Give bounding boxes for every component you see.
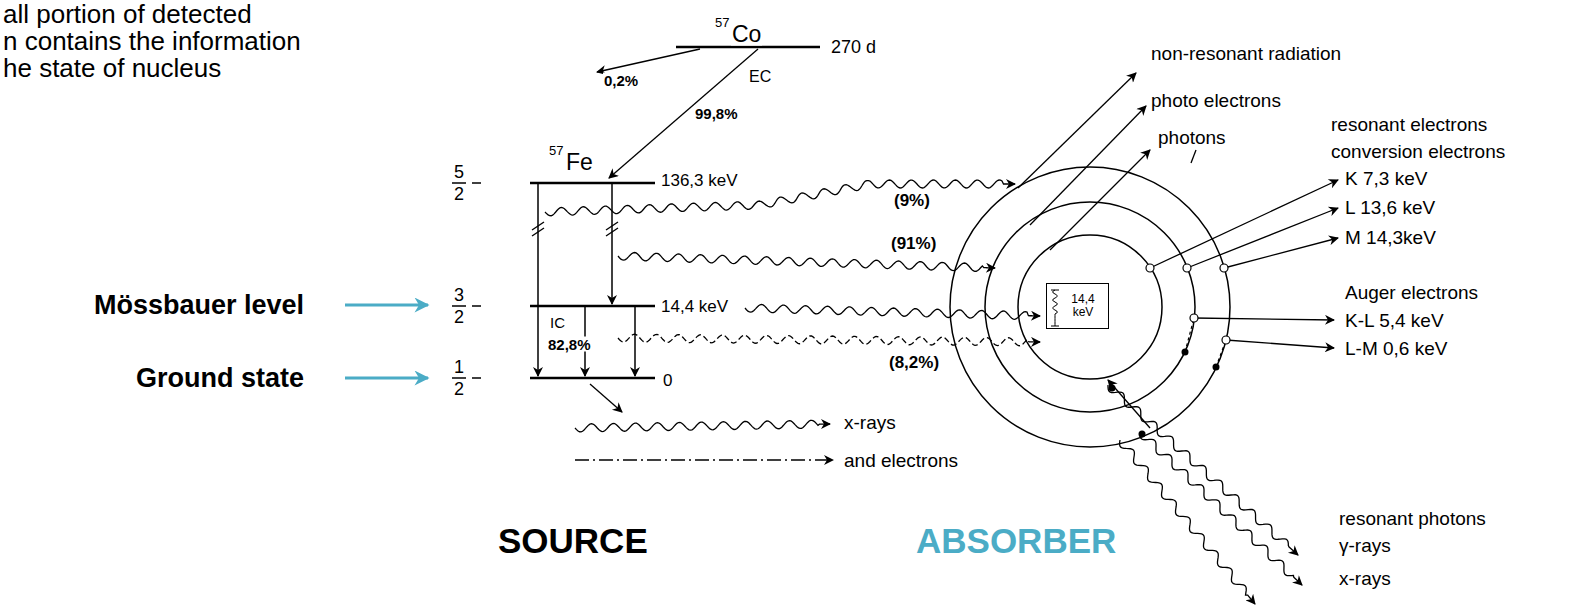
nucleus-box: 14,4 keV <box>1046 283 1109 329</box>
diagram-label: he state of nucleus <box>2 55 222 81</box>
diagram-label: x-rays <box>843 413 897 432</box>
diagram-label: (8,2%) <box>888 354 940 371</box>
emitted-photon-wave <box>1108 385 1298 555</box>
decay-arrow <box>597 49 700 72</box>
photon-tick <box>1191 150 1196 163</box>
diagram-label: Mössbauer level <box>93 292 305 319</box>
vacancy-dot <box>1220 264 1228 272</box>
diagram-label: 57 <box>714 16 730 29</box>
conversion-electron-arrow <box>1187 208 1338 268</box>
scatter-arrow <box>1018 73 1136 188</box>
diagram-label: 2 <box>453 380 465 398</box>
diagram-label: all portion of detected <box>2 1 253 27</box>
xray-wave <box>575 420 830 432</box>
diagram-label: (9%) <box>893 192 931 209</box>
diagram-label: photons <box>1157 128 1227 147</box>
diagram-label: 5 <box>453 163 465 181</box>
electron-shell <box>1018 235 1162 379</box>
diagram-label: 2 <box>453 185 465 203</box>
diagram-label: M 14,3keV <box>1344 228 1437 247</box>
electron-dot <box>1213 364 1220 371</box>
diagram-label: 82,8% <box>547 337 592 352</box>
diagram-label: 99,8% <box>694 106 739 121</box>
emitted-photon-wave <box>1120 440 1255 604</box>
decay-arrow <box>609 49 758 178</box>
diagram-label: Auger electrons <box>1344 283 1479 302</box>
scatter-arrow <box>1030 106 1146 225</box>
diagram-label: (91%) <box>890 235 937 252</box>
energy-level-line <box>676 46 820 49</box>
diagram-label: resonant electrons <box>1330 115 1488 134</box>
vacancy-dot <box>1222 336 1230 344</box>
level-symbol <box>1051 290 1059 326</box>
fraction-bar <box>452 305 466 307</box>
diagram-label: 2 <box>453 308 465 326</box>
diagram-label: n contains the information <box>2 28 302 54</box>
auger-electron-arrow <box>1194 318 1334 320</box>
nucleus-energy: 14,4 keV <box>1063 293 1103 319</box>
diagram-label: L 13,6 keV <box>1344 198 1436 217</box>
conversion-electron-arrow <box>1150 180 1338 268</box>
conversion-electron-arrow <box>1224 238 1338 268</box>
diagram-label: Ground state <box>135 365 305 392</box>
xray-wave <box>618 334 1040 346</box>
diagram-label: 3 <box>453 286 465 304</box>
diagram-label: L-M 0,6 keV <box>1344 339 1448 358</box>
level-tick <box>472 377 481 379</box>
electron-dot <box>1139 431 1146 438</box>
diagram-label: non-resonant radiation <box>1150 44 1342 63</box>
level-symbol <box>1053 290 1058 326</box>
pointer-arrow <box>345 377 428 380</box>
pointer-arrow <box>345 304 428 307</box>
diagram-label: 0 <box>662 372 673 389</box>
transition-arrow <box>634 306 636 376</box>
electron-shell <box>950 167 1230 447</box>
energy-level-line <box>530 305 655 308</box>
energy-level-line <box>530 182 655 185</box>
vacancy-dot <box>1183 264 1191 272</box>
transition-arrow <box>537 183 539 376</box>
fraction-bar <box>452 182 466 184</box>
electron-dot <box>1182 349 1189 356</box>
energy-level-line <box>530 377 655 380</box>
emitted-photon-wave <box>1140 432 1302 585</box>
diagram-label: and electrons <box>843 451 959 470</box>
vacancy-dot <box>1146 264 1154 272</box>
diagram-label: K 7,3 keV <box>1344 169 1428 188</box>
diagram-label: photo electrons <box>1150 91 1282 110</box>
electron-dot <box>1109 385 1116 392</box>
diagram-label: EC <box>748 69 772 85</box>
fraction-bar <box>452 377 466 379</box>
level-tick <box>472 182 481 184</box>
gamma-wave <box>545 180 1015 216</box>
auger-electron-arrow <box>1226 340 1334 348</box>
diagram-label: ABSORBER <box>915 523 1117 558</box>
electron-shell <box>985 202 1195 412</box>
diagram-label: Co <box>731 23 762 46</box>
gamma-wave <box>618 253 995 272</box>
electron-arrow <box>575 459 833 460</box>
diagram-label: IC <box>549 315 566 330</box>
diagram-label: 0,2% <box>603 73 639 88</box>
diagram-label: x-rays <box>1338 569 1392 588</box>
diagram-label: K-L 5,4 keV <box>1344 311 1445 330</box>
vacancy-dot <box>1190 314 1198 322</box>
emission-arrow <box>590 384 622 412</box>
diagram-label: γ-rays <box>1338 536 1392 555</box>
diagram-label: 1 <box>453 358 465 376</box>
break-mark <box>606 228 618 236</box>
level-tick <box>472 305 481 307</box>
diagram-label: 14,4 keV <box>660 298 729 315</box>
break-mark <box>532 228 544 236</box>
diagram-label: 136,3 keV <box>660 172 739 189</box>
diagram-label: conversion electrons <box>1330 142 1506 161</box>
diagram-label: SOURCE <box>497 523 649 558</box>
diagram-label: resonant photons <box>1338 509 1487 528</box>
diagram-label: Fe <box>565 151 594 174</box>
gamma-wave <box>745 304 1040 319</box>
diagram-label: 57 <box>548 144 564 157</box>
transition-arrow <box>611 183 613 304</box>
diagram-label: 270 d <box>830 38 877 56</box>
